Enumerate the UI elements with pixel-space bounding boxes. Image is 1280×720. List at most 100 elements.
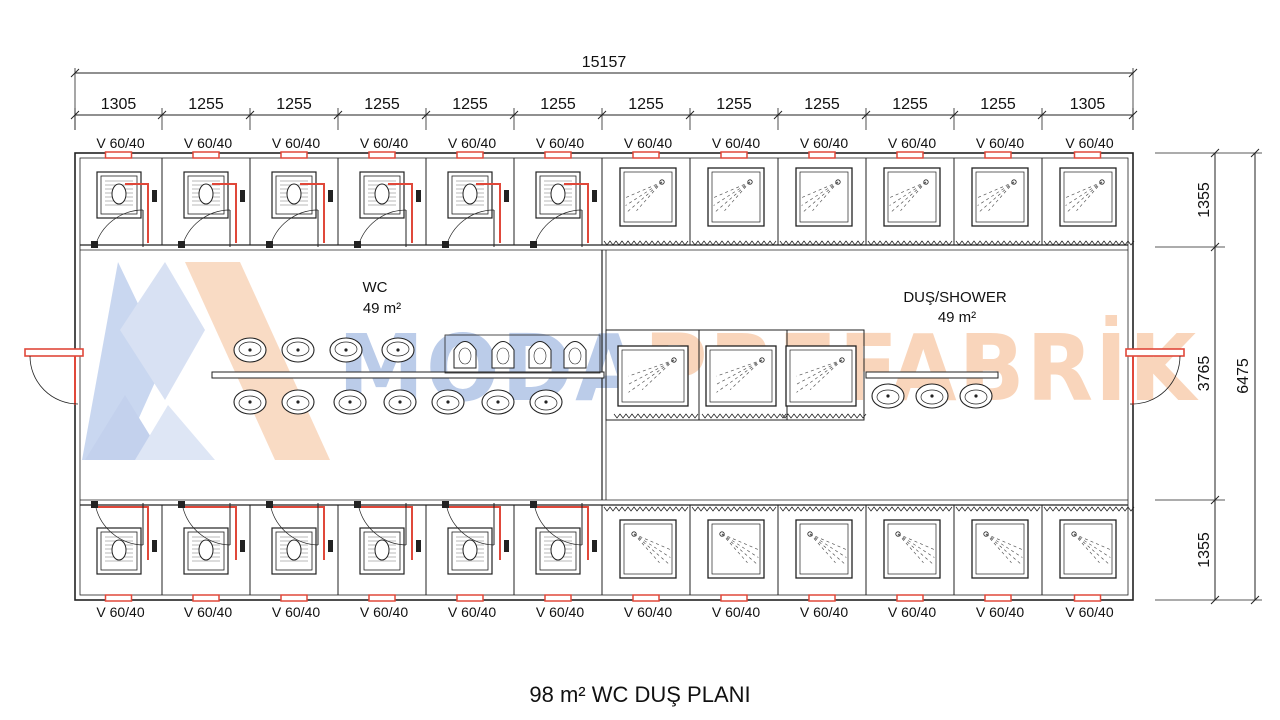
shower-island: [605, 329, 865, 421]
water-spray: [796, 359, 843, 385]
door-hinge: [442, 501, 449, 508]
dimension-tick: [1128, 68, 1138, 78]
squat-pan: [198, 539, 214, 561]
dimension-tick: [1210, 495, 1220, 505]
door-hinge: [178, 501, 185, 508]
washbasin-bowl: [920, 389, 944, 405]
water-spray: [1065, 181, 1103, 206]
window-label-top: V 60/40: [888, 135, 936, 151]
water-spray: [897, 533, 924, 563]
shower-tray-outer: [795, 167, 853, 227]
drain: [296, 348, 300, 352]
drain: [930, 394, 934, 398]
shower-tray: [619, 167, 677, 227]
dimension-tick: [1210, 595, 1220, 605]
washbasin-bowl: [388, 395, 412, 411]
squat-toilet-inner: [187, 531, 225, 571]
water-spray: [889, 181, 927, 198]
drain: [296, 400, 300, 404]
shower-tray-outer: [617, 345, 689, 407]
water-spray: [801, 181, 839, 206]
shower-tray: [883, 167, 941, 227]
urinal: [528, 341, 552, 369]
water-spray: [1073, 533, 1111, 558]
shower-head-icon: [835, 179, 841, 185]
shower-curtain: [1043, 506, 1135, 512]
washbasin: [233, 337, 267, 363]
shower-tray-inner: [975, 523, 1025, 575]
window: [456, 594, 484, 602]
shower-tray-outer: [707, 519, 765, 579]
shower-head-icon: [983, 531, 989, 537]
door-swing: [1129, 355, 1181, 405]
washbasin-bowl: [964, 389, 988, 405]
squat-toilet-inner: [539, 175, 577, 215]
dimension-tick: [70, 110, 80, 120]
side-dimension-label: 1355: [1196, 182, 1213, 218]
squat-toilet-inner: [275, 175, 313, 215]
side-dimension-label: 1355: [1196, 532, 1213, 568]
washbasin: [383, 389, 417, 415]
squat-toilet-inner: [363, 175, 401, 215]
drain: [398, 400, 402, 404]
shower-curtain: [779, 240, 865, 246]
window-label-bottom: V 60/40: [448, 604, 496, 620]
shower-curtain: [701, 413, 787, 419]
water-spray: [889, 181, 927, 206]
shower-curtain: [867, 240, 953, 246]
shower-tray-inner: [711, 171, 761, 223]
plan-title: 98 m² WC DUŞ PLANI: [529, 682, 751, 707]
squat-toilet: [535, 527, 581, 575]
window: [104, 151, 133, 159]
door-swing: [357, 209, 407, 248]
bay-width-label: 1305: [101, 96, 137, 113]
overall-depth-label: 6475: [1235, 358, 1252, 394]
shower-tray: [795, 519, 853, 579]
door-swing: [445, 209, 495, 248]
door-hinge: [266, 241, 273, 248]
water-spray: [796, 359, 843, 377]
door-hinge: [442, 241, 449, 248]
shower-curtain: [613, 413, 699, 419]
dimension-tick: [157, 110, 167, 120]
window: [544, 594, 572, 602]
water-spray: [809, 533, 847, 566]
water-pipe: [272, 506, 325, 560]
window: [632, 594, 660, 602]
shower-tray: [619, 519, 677, 579]
water-spray: [985, 533, 1012, 563]
shower-curtain: [691, 240, 777, 246]
shower-tray-inner: [621, 349, 685, 403]
window-label-top: V 60/40: [976, 135, 1024, 151]
shower-curtain: [955, 240, 1041, 246]
urinal-inner: [533, 347, 547, 365]
flush-valve: [328, 190, 333, 202]
washbasin: [431, 389, 465, 415]
window: [368, 151, 396, 159]
drain: [974, 394, 978, 398]
room-label-wc: WC: [363, 279, 388, 296]
door-swing: [181, 209, 231, 248]
window-label-top: V 60/40: [96, 135, 144, 151]
water-spray: [713, 181, 751, 214]
flush-valve: [152, 190, 157, 202]
shower-tray-inner: [709, 349, 773, 403]
floor-plan-drawing: MODAPREFABRİK 13051255125512551255125512…: [24, 54, 1262, 620]
squat-toilet-frame: [447, 171, 493, 219]
window-label-bottom: V 60/40: [800, 604, 848, 620]
shower-tray: [785, 345, 857, 407]
water-pipe: [125, 183, 149, 243]
door-swing: [445, 502, 495, 546]
door-hinge: [530, 501, 537, 508]
entrance-door-left: [24, 348, 84, 357]
water-spray: [724, 181, 751, 211]
dimension-tick: [1037, 110, 1047, 120]
urinal-bowl: [453, 341, 477, 369]
shower-tray-inner: [1063, 523, 1113, 575]
shower-tray-inner: [789, 349, 853, 403]
shower-tray-outer: [705, 345, 777, 407]
window: [280, 151, 308, 159]
shower-head-icon: [659, 179, 665, 185]
water-spray: [721, 533, 759, 550]
shower-tray-outer: [619, 167, 677, 227]
